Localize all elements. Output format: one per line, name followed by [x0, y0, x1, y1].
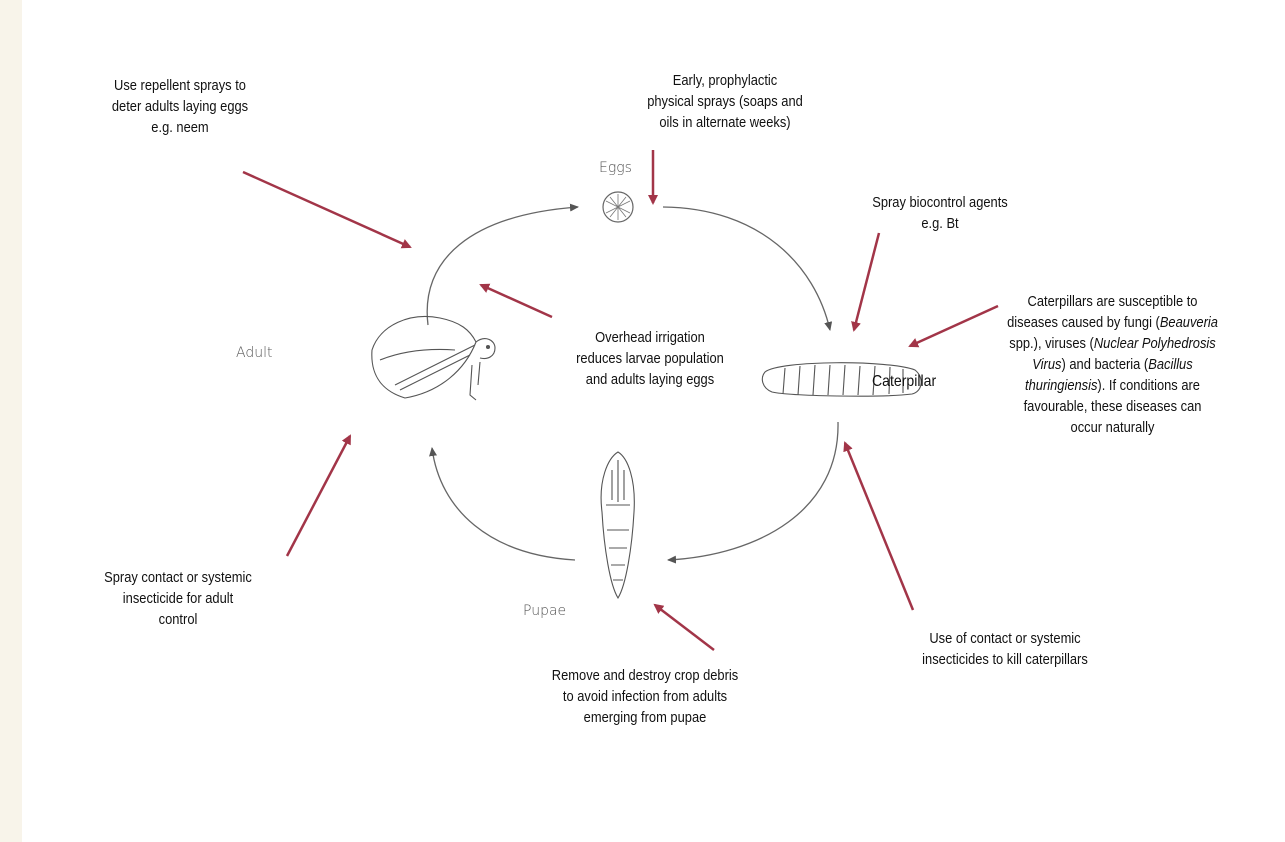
cycle-arrow-eggs-to-caterpillar [663, 207, 830, 330]
note-line: and adults laying eggs [547, 369, 753, 390]
note-line: favourable, these diseases can [981, 396, 1243, 417]
note-prophylactic-sprays: Early, prophylactic physical sprays (soa… [618, 70, 833, 133]
stage-label-adult: Adult [236, 345, 272, 361]
note-line: thuringiensis). If conditions are [981, 375, 1243, 396]
arrow-irrigation [481, 285, 552, 317]
note-line: diseases caused by fungi (Beauveria [981, 312, 1243, 333]
arrow-biocontrol [854, 233, 879, 330]
cycle-arrow-pupae-to-adult [432, 448, 575, 560]
note-line: to avoid infection from adults [525, 686, 766, 707]
note-repellent-sprays: Use repellent sprays to deter adults lay… [77, 75, 283, 138]
note-line: control [75, 609, 281, 630]
note-line: deter adults laying eggs [77, 96, 283, 117]
note-caterpillar-diseases: Caterpillars are susceptible to diseases… [981, 291, 1243, 438]
note-line: reduces larvae population [547, 348, 753, 369]
cycle-arrow-caterpillar-to-pupae [668, 422, 838, 560]
note-line: spp.), viruses (Nuclear Polyhedrosis [981, 333, 1243, 354]
note-line: Remove and destroy crop debris [525, 665, 766, 686]
note-line: emerging from pupae [525, 707, 766, 728]
note-line: oils in alternate weeks) [618, 112, 833, 133]
note-line: e.g. Bt [837, 213, 1043, 234]
arrow-adult-spray [287, 436, 350, 556]
note-overhead-irrigation: Overhead irrigation reduces larvae popul… [547, 327, 753, 390]
note-line: physical sprays (soaps and [618, 91, 833, 112]
note-biocontrol: Spray biocontrol agents e.g. Bt [837, 192, 1043, 234]
egg-illustration [603, 192, 633, 222]
note-line: Caterpillars are susceptible to [981, 291, 1243, 312]
note-line: Early, prophylactic [618, 70, 833, 91]
note-line: insecticides to kill caterpillars [889, 649, 1121, 670]
pupa-illustration [601, 452, 634, 598]
note-line: Spray contact or systemic [75, 567, 281, 588]
note-crop-debris: Remove and destroy crop debris to avoid … [525, 665, 766, 728]
note-adult-spray: Spray contact or systemic insecticide fo… [75, 567, 281, 630]
note-line: Use repellent sprays to [77, 75, 283, 96]
note-caterpillar-insecticides: Use of contact or systemic insecticides … [889, 628, 1121, 670]
arrow-caterpillar-spray [845, 443, 913, 610]
cycle-arrow-adult-to-eggs [427, 207, 578, 325]
adult-moth-illustration [372, 317, 495, 400]
stage-label-pupae: Pupae [523, 603, 566, 619]
note-line: occur naturally [981, 417, 1243, 438]
stage-label-eggs: Eggs [599, 160, 632, 176]
note-line: Overhead irrigation [547, 327, 753, 348]
note-line: insecticide for adult [75, 588, 281, 609]
arrow-repellent [243, 172, 410, 247]
note-line: Use of contact or systemic [889, 628, 1121, 649]
note-line: Spray biocontrol agents [837, 192, 1043, 213]
note-line: Virus) and bacteria (Bacillus [981, 354, 1243, 375]
arrow-debris [655, 605, 714, 650]
note-line: e.g. neem [77, 117, 283, 138]
stage-label-caterpillar: Caterpillar [872, 373, 936, 391]
